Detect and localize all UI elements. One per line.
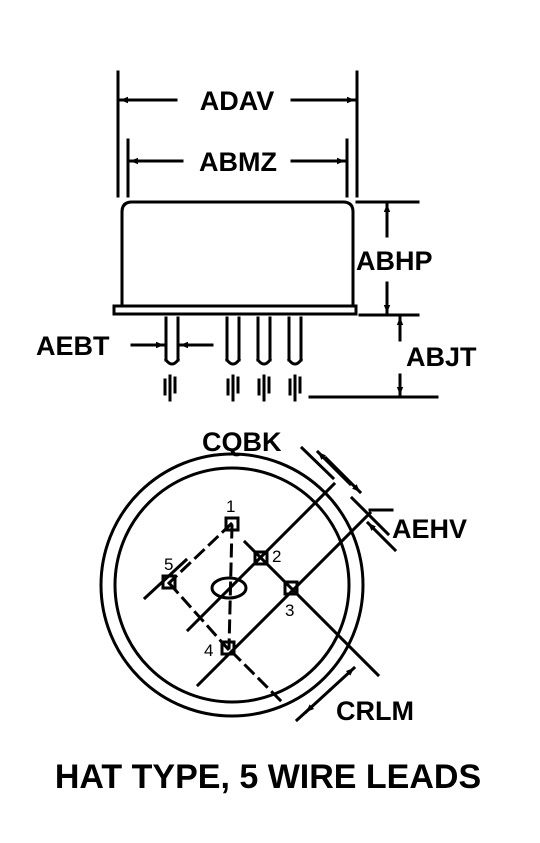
label-aehv: AEHV [392, 514, 467, 544]
label-abmz: ABMZ [199, 147, 277, 177]
drawing-caption: HAT TYPE, 5 WIRE LEADS [55, 758, 481, 796]
label-abhp: ABHP [356, 246, 433, 276]
lead-3 [255, 316, 273, 402]
cqbk-ext-top [299, 445, 336, 481]
relay-header-flange [112, 304, 358, 316]
lead-4 [286, 316, 304, 402]
label-aebt: AEBT [36, 331, 110, 361]
label-pin-2: 2 [272, 547, 281, 566]
cqbk-dim-arrow-2 [315, 449, 353, 487]
aehv-arrow [365, 520, 398, 553]
crlm-ext [294, 707, 311, 723]
pin-4-marker [220, 640, 236, 656]
label-crlm: CRLM [336, 696, 414, 726]
label-pin-4: 4 [204, 641, 213, 660]
label-cqbk: CQBK [202, 427, 282, 457]
relay-can-body [120, 200, 355, 308]
dash-line-1-5 [166, 521, 234, 586]
pin-1-marker [224, 516, 240, 532]
pin-line-5 [142, 557, 189, 601]
crlm-arrow-lower [303, 687, 333, 715]
pin-perp-line-23 [242, 539, 381, 678]
aehv-ext-line [349, 495, 391, 537]
pin-5-marker [161, 574, 177, 590]
lead-2 [224, 316, 242, 402]
label-pin-1: 1 [226, 497, 235, 516]
lead-1 [163, 316, 181, 402]
dash-line-4-bottom [229, 649, 288, 708]
dash-line-5-4 [167, 581, 231, 652]
label-adav: ADAV [200, 86, 275, 116]
pin-3-marker [283, 580, 299, 596]
label-pin-5: 5 [164, 555, 173, 574]
crlm-arrow-upper [327, 665, 357, 693]
header-outer-circle [99, 452, 365, 718]
pin-2-marker [253, 550, 269, 566]
dash-line-1-4 [227, 524, 234, 650]
label-pin-3: 3 [285, 601, 294, 620]
header-center-glass-bead [210, 576, 248, 600]
header-inner-circle [113, 466, 351, 704]
pin-row-line-3 [195, 510, 373, 688]
label-abjt: ABJT [406, 342, 477, 372]
